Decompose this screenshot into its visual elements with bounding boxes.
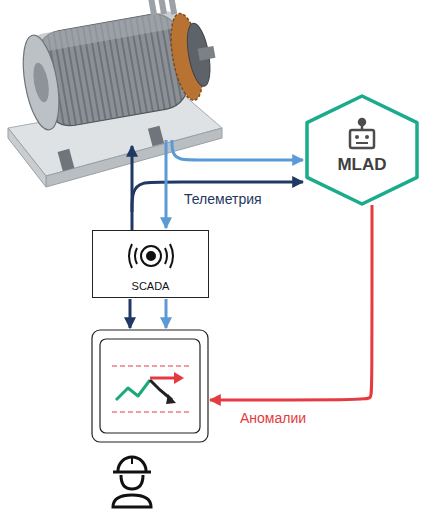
anomaly-arrow (210, 205, 372, 400)
node-icon (129, 244, 173, 268)
node-label: MLAD (303, 155, 421, 175)
icon-antenna (359, 119, 365, 125)
screen-frame (92, 330, 208, 442)
node-label: SCADA (93, 280, 208, 292)
scada-icon (129, 244, 173, 268)
trend-arrow (166, 394, 176, 404)
measurement-arrow (165, 140, 168, 228)
node-icon (350, 119, 374, 148)
helmet-ridge (131, 457, 133, 464)
trend-line (116, 380, 150, 400)
hexagon-outline (307, 96, 417, 204)
generator-base-front (46, 128, 222, 187)
anomaly-line (150, 377, 176, 380)
helmet (118, 457, 146, 471)
operator-icon (113, 457, 151, 507)
mlad-icon (350, 119, 374, 148)
telemetry-arrow (172, 140, 303, 160)
mlad-hexagon: MLAD (303, 93, 421, 207)
generator-foot (58, 149, 75, 171)
icon-eye (365, 135, 369, 139)
icon-ring (141, 246, 161, 266)
terminal-pipe (148, 0, 157, 16)
icon-gear (147, 252, 155, 260)
terminal-pipe (158, 0, 167, 15)
threshold-line (112, 365, 190, 366)
generator-base-side (8, 128, 46, 187)
flow-label: Аномалии (238, 410, 308, 427)
operator-head (121, 475, 143, 489)
housing-highlight (33, 10, 179, 53)
icon-eye (355, 135, 359, 139)
flow-label: Телеметрия (182, 191, 264, 208)
mlad-hexagon-shape (303, 93, 421, 207)
threshold-line (112, 411, 190, 412)
icon-wave (135, 248, 137, 264)
operator-body (113, 495, 151, 507)
generator-foot (148, 126, 164, 146)
monitoring-screen (92, 330, 208, 442)
shaft (198, 46, 216, 61)
terminal-pipe (168, 0, 177, 15)
scada-box: SCADA (92, 230, 209, 298)
icon-wave (170, 244, 173, 268)
icon-wave (129, 244, 132, 268)
telemetry-arrow (132, 182, 303, 212)
end-cap-hub (31, 62, 52, 104)
anomaly-arrow (174, 372, 184, 384)
generator-body (14, 0, 223, 133)
screen-display (100, 339, 200, 433)
control-arrow (129, 299, 132, 328)
measurement-arrow (165, 299, 168, 328)
end-cap (17, 32, 65, 132)
helmet-brim (113, 471, 151, 474)
icon-mouth (356, 142, 368, 144)
icon-wave (165, 248, 167, 264)
icon-head (350, 130, 374, 148)
